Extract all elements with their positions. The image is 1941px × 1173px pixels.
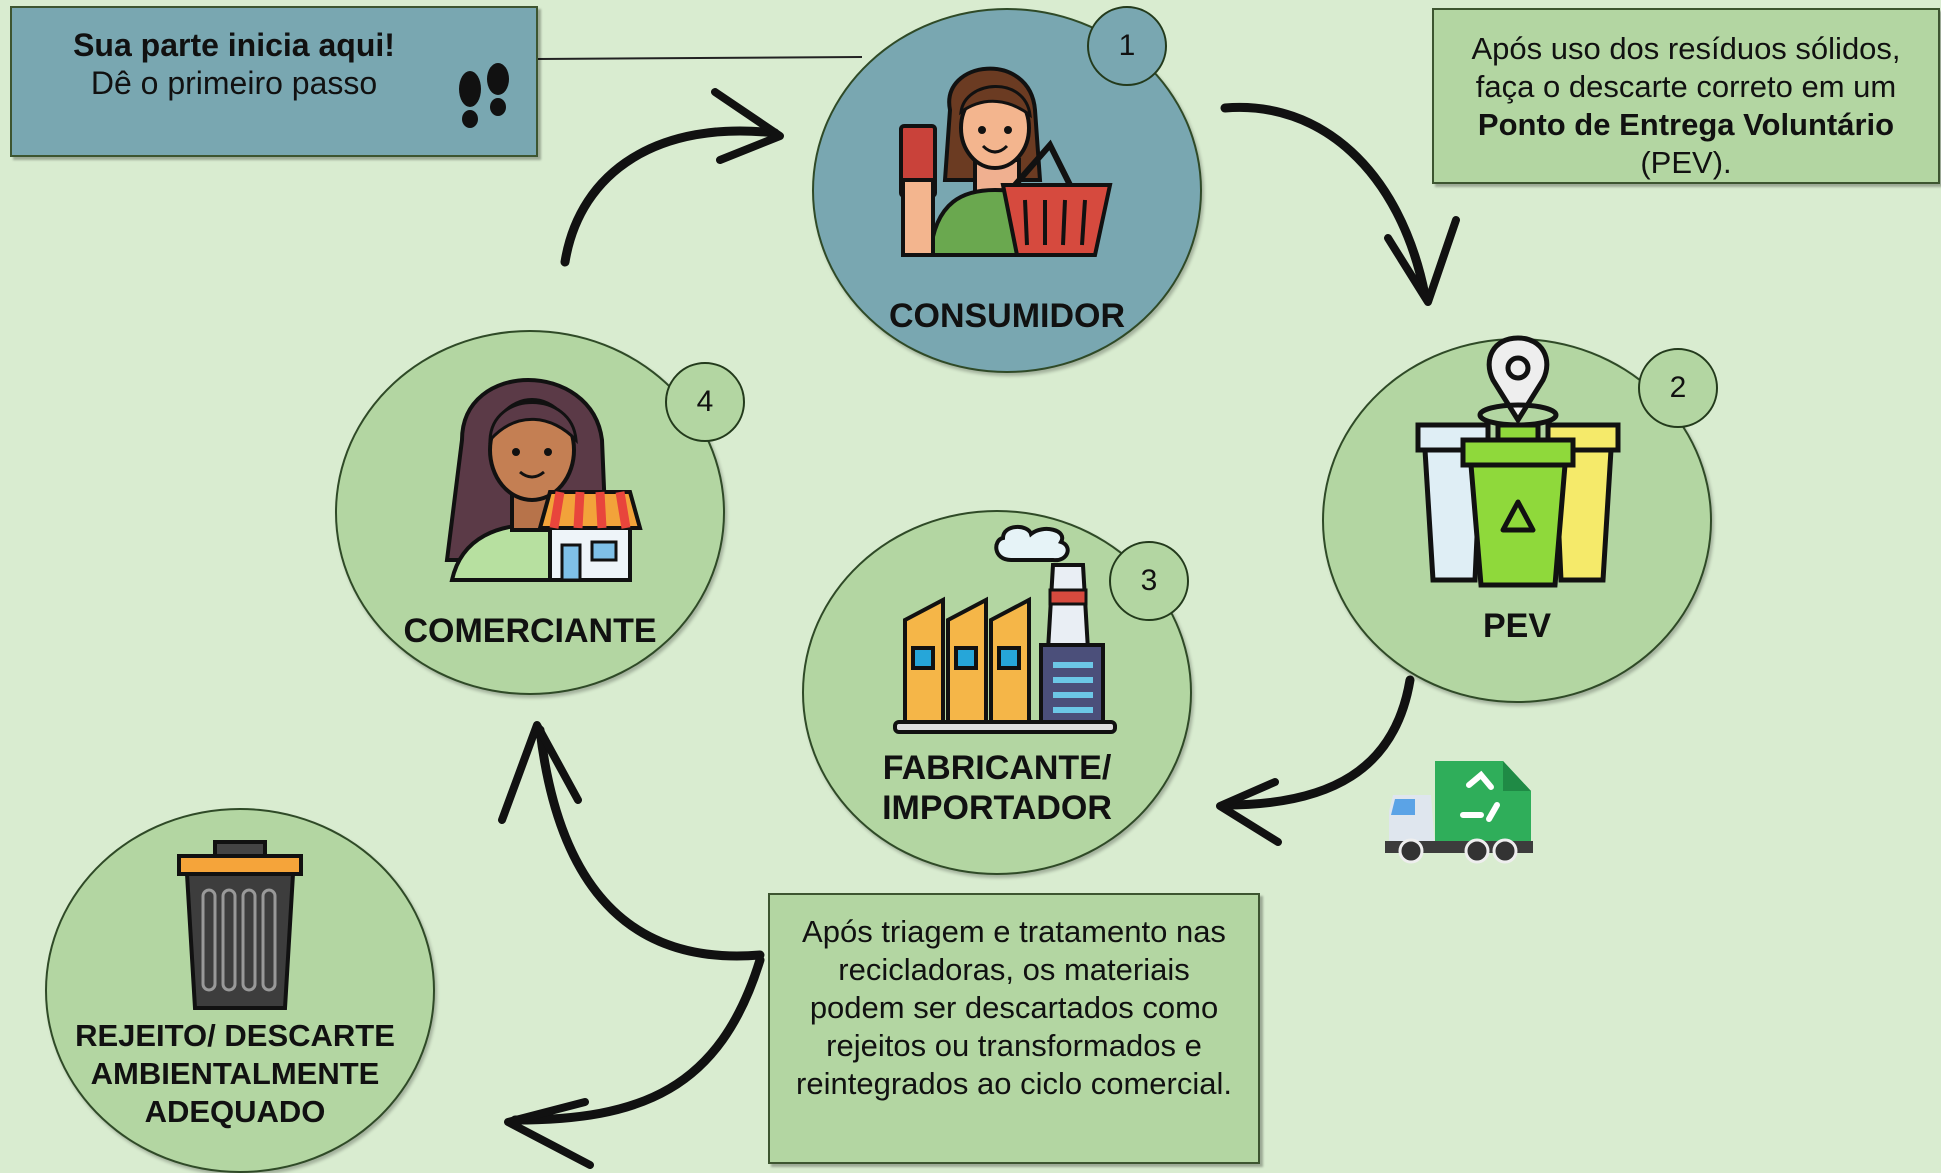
rejeito-label: REJEITO/ DESCARTE AMBIENTALMENTE ADEQUAD…: [45, 1017, 425, 1131]
fabricante-label-line2: IMPORTADOR: [882, 789, 1112, 827]
recycle-info-line2: recicladoras, os materiais: [838, 952, 1190, 987]
pev-info-line2: faça o descarte correto em um: [1475, 69, 1897, 104]
rejeito-label-line2: AMBIENTALMENTE: [90, 1056, 380, 1091]
recycle-info-line3: podem ser descartados como: [809, 990, 1219, 1025]
pev-info-line3: Ponto de Entrega Voluntário: [1477, 107, 1895, 142]
arrow-comerciante-to-consumidor: [560, 126, 780, 267]
arrow-pev-to-fabricante: [1220, 675, 1415, 810]
step-number-2: 2: [1638, 348, 1718, 428]
arrow-consumidor-to-pev: [1220, 102, 1430, 300]
start-connector-line: [537, 56, 863, 60]
comerciante-label: COMERCIANTE: [403, 612, 657, 650]
recycle-info-box: Após triagem e tratamento nas reciclador…: [768, 893, 1260, 1164]
start-subtitle: Dê o primeiro passo: [90, 65, 378, 101]
factory-icon: [893, 520, 1118, 740]
recycle-info-line1: Após triagem e tratamento nas: [802, 914, 1226, 949]
arrow-recycle-to-rejeito: [510, 955, 765, 1125]
fabricante-label: FABRICANTE/ IMPORTADOR: [802, 748, 1192, 828]
footprints-icon: [452, 63, 518, 144]
recycle-info-line4: rejeitos ou transformados e: [826, 1028, 1202, 1063]
pev-info-line1: Após uso dos resíduos sólidos,: [1471, 31, 1901, 66]
recycling-bins-location-icon: [1413, 330, 1623, 595]
trash-can-icon: [175, 838, 305, 1018]
consumidor-label: CONSUMIDOR: [888, 297, 1126, 335]
start-box: Sua parte inicia aqui! Dê o primeiro pas…: [10, 6, 538, 157]
step-number-3: 3: [1109, 541, 1189, 621]
step-number-1: 1: [1087, 6, 1167, 86]
step-number-4: 4: [665, 362, 745, 442]
arrow-recycle-to-comerciante: [535, 725, 765, 961]
pev-info-line4: (PEV).: [1640, 145, 1732, 180]
pev-info-box: Após uso dos resíduos sólidos, faça o de…: [1432, 8, 1940, 184]
start-title: Sua parte inicia aqui!: [73, 27, 395, 63]
shopkeeper-store-icon: [432, 360, 647, 590]
rejeito-label-line3: ADEQUADO: [144, 1094, 326, 1129]
consumer-shopping-icon: [895, 50, 1115, 265]
pev-label: PEV: [1482, 607, 1552, 645]
fabricante-label-line1: FABRICANTE/: [882, 749, 1112, 787]
recycle-info-line5: reintegrados ao ciclo comercial.: [796, 1066, 1232, 1101]
recycling-truck-icon: [1385, 755, 1533, 870]
rejeito-label-line1: REJEITO/ DESCARTE: [75, 1018, 395, 1053]
